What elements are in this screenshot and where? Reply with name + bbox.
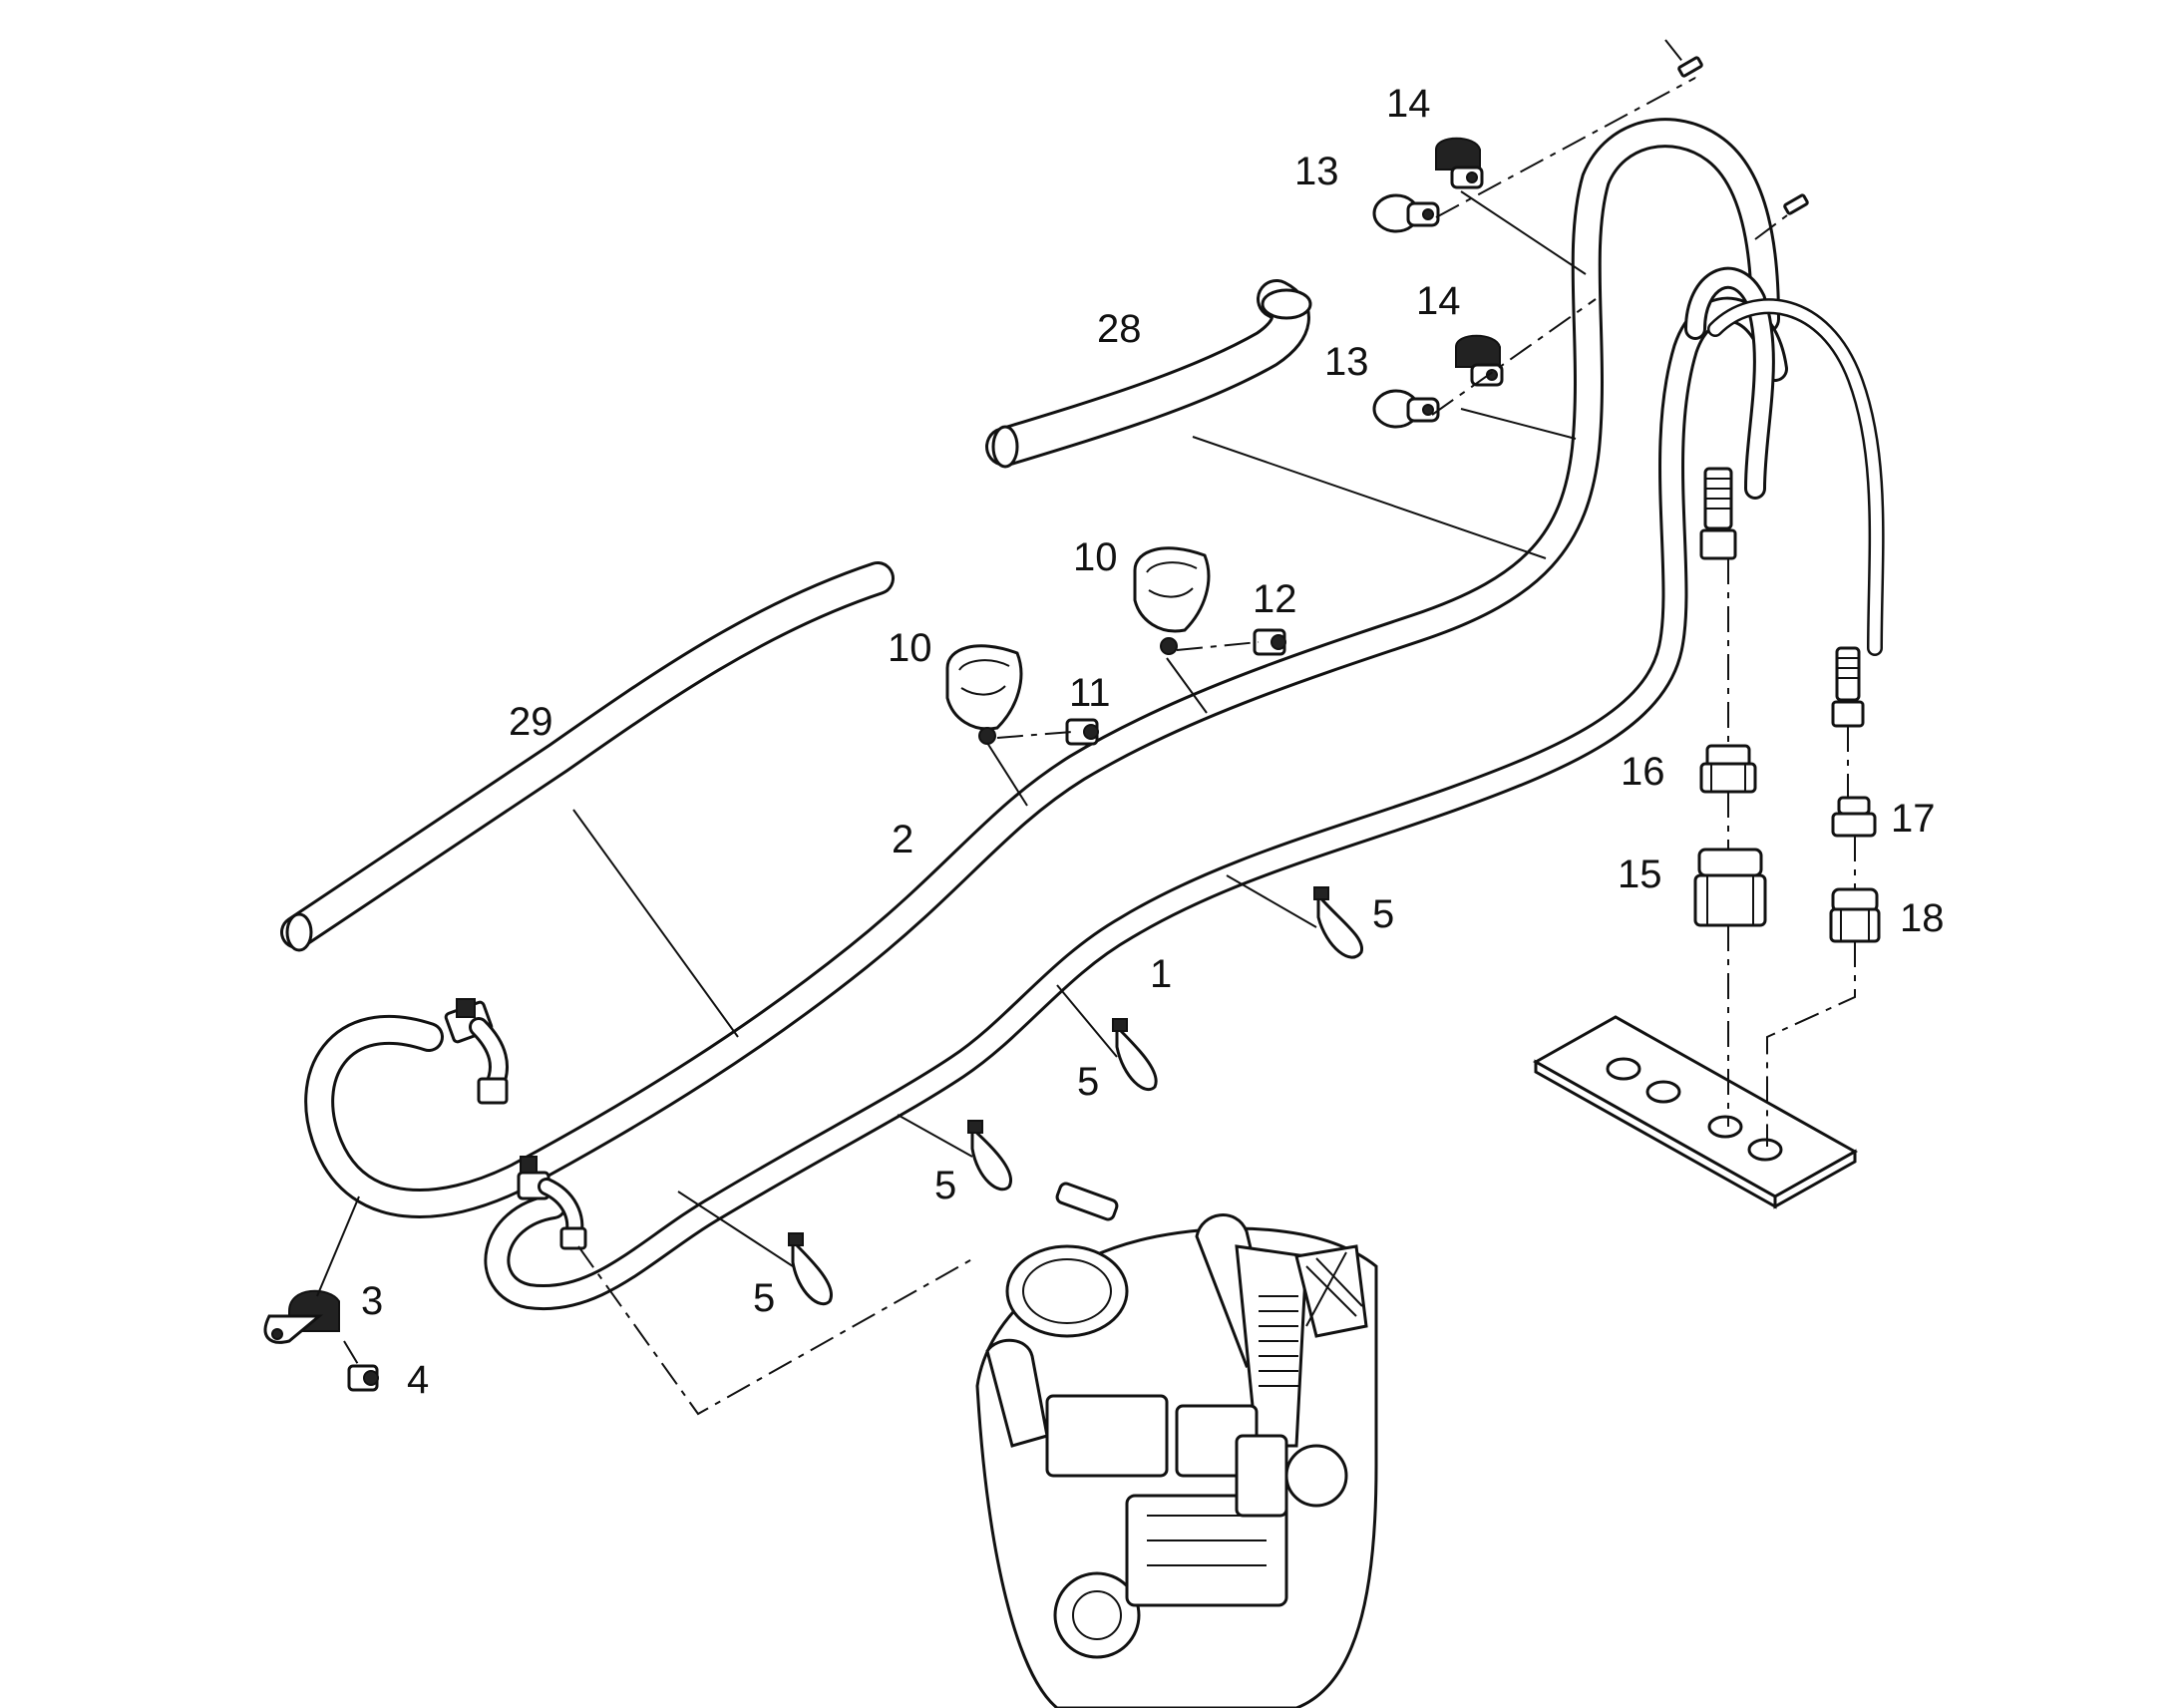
clamp-13-a	[1372, 193, 1440, 233]
callout-1: 1	[1150, 952, 1172, 996]
callout-28: 28	[1097, 307, 1142, 351]
callout-17: 17	[1891, 797, 1936, 841]
hose-28	[985, 279, 1312, 469]
clamp-5-c	[967, 1120, 1012, 1192]
callout-4: 4	[407, 1358, 429, 1402]
fitting-18	[1829, 887, 1881, 943]
clamp-14-a	[1435, 137, 1484, 189]
callout-5-d: 5	[753, 1276, 775, 1320]
clamp-5-a	[1313, 886, 1363, 959]
hose-29	[280, 561, 895, 952]
callout-10-a: 10	[888, 626, 932, 670]
screw-4	[347, 1364, 379, 1392]
callouts: 1 2 3 4 5 5 5 5 10 10 11 12 13 13 14 14 …	[361, 82, 1945, 1402]
clamp-10-b	[1133, 546, 1211, 655]
callout-10-b: 10	[1073, 535, 1118, 579]
bulkhead-plate	[1532, 1015, 1859, 1209]
leader-lines	[316, 190, 1587, 1297]
clamp-3	[263, 1289, 340, 1344]
hose-right-lower	[1707, 298, 1885, 656]
clamp-5-b	[1112, 1018, 1158, 1091]
callout-12: 12	[1253, 577, 1297, 621]
dashed-centre-lines	[343, 39, 1856, 1416]
callout-18: 18	[1900, 896, 1945, 940]
callout-14-a: 14	[1386, 82, 1431, 126]
fitting-right-a	[1699, 467, 1737, 560]
callout-3: 3	[361, 1279, 383, 1323]
pin-details	[1677, 56, 1809, 215]
callout-15: 15	[1618, 853, 1662, 896]
screw-11	[1065, 718, 1099, 746]
clamp-5-d	[788, 1232, 833, 1306]
clamp-13-b	[1372, 389, 1440, 429]
screw-12	[1253, 628, 1286, 656]
callout-16: 16	[1621, 750, 1665, 794]
hose-2	[304, 118, 1780, 1219]
engine-assembly	[975, 1182, 1378, 1708]
hose-1	[484, 296, 1788, 1311]
callout-5-c: 5	[934, 1164, 956, 1207]
callout-14-b: 14	[1416, 279, 1461, 323]
callout-2: 2	[892, 818, 913, 861]
fitting-left-upper	[444, 998, 509, 1105]
fitting-right-b	[1831, 646, 1865, 728]
callout-11: 11	[1069, 671, 1111, 715]
fitting-left-lower	[517, 1156, 587, 1250]
callout-13-a: 13	[1294, 150, 1339, 193]
fitting-15	[1693, 848, 1767, 927]
fitting-16	[1699, 744, 1757, 794]
clamp-10-a	[945, 644, 1023, 745]
callout-5-a: 5	[1372, 892, 1394, 936]
callout-5-b: 5	[1077, 1060, 1099, 1104]
callout-29: 29	[509, 700, 553, 744]
clamp-14-b	[1455, 334, 1504, 387]
fitting-17	[1831, 796, 1877, 838]
callout-13-b: 13	[1324, 340, 1369, 384]
